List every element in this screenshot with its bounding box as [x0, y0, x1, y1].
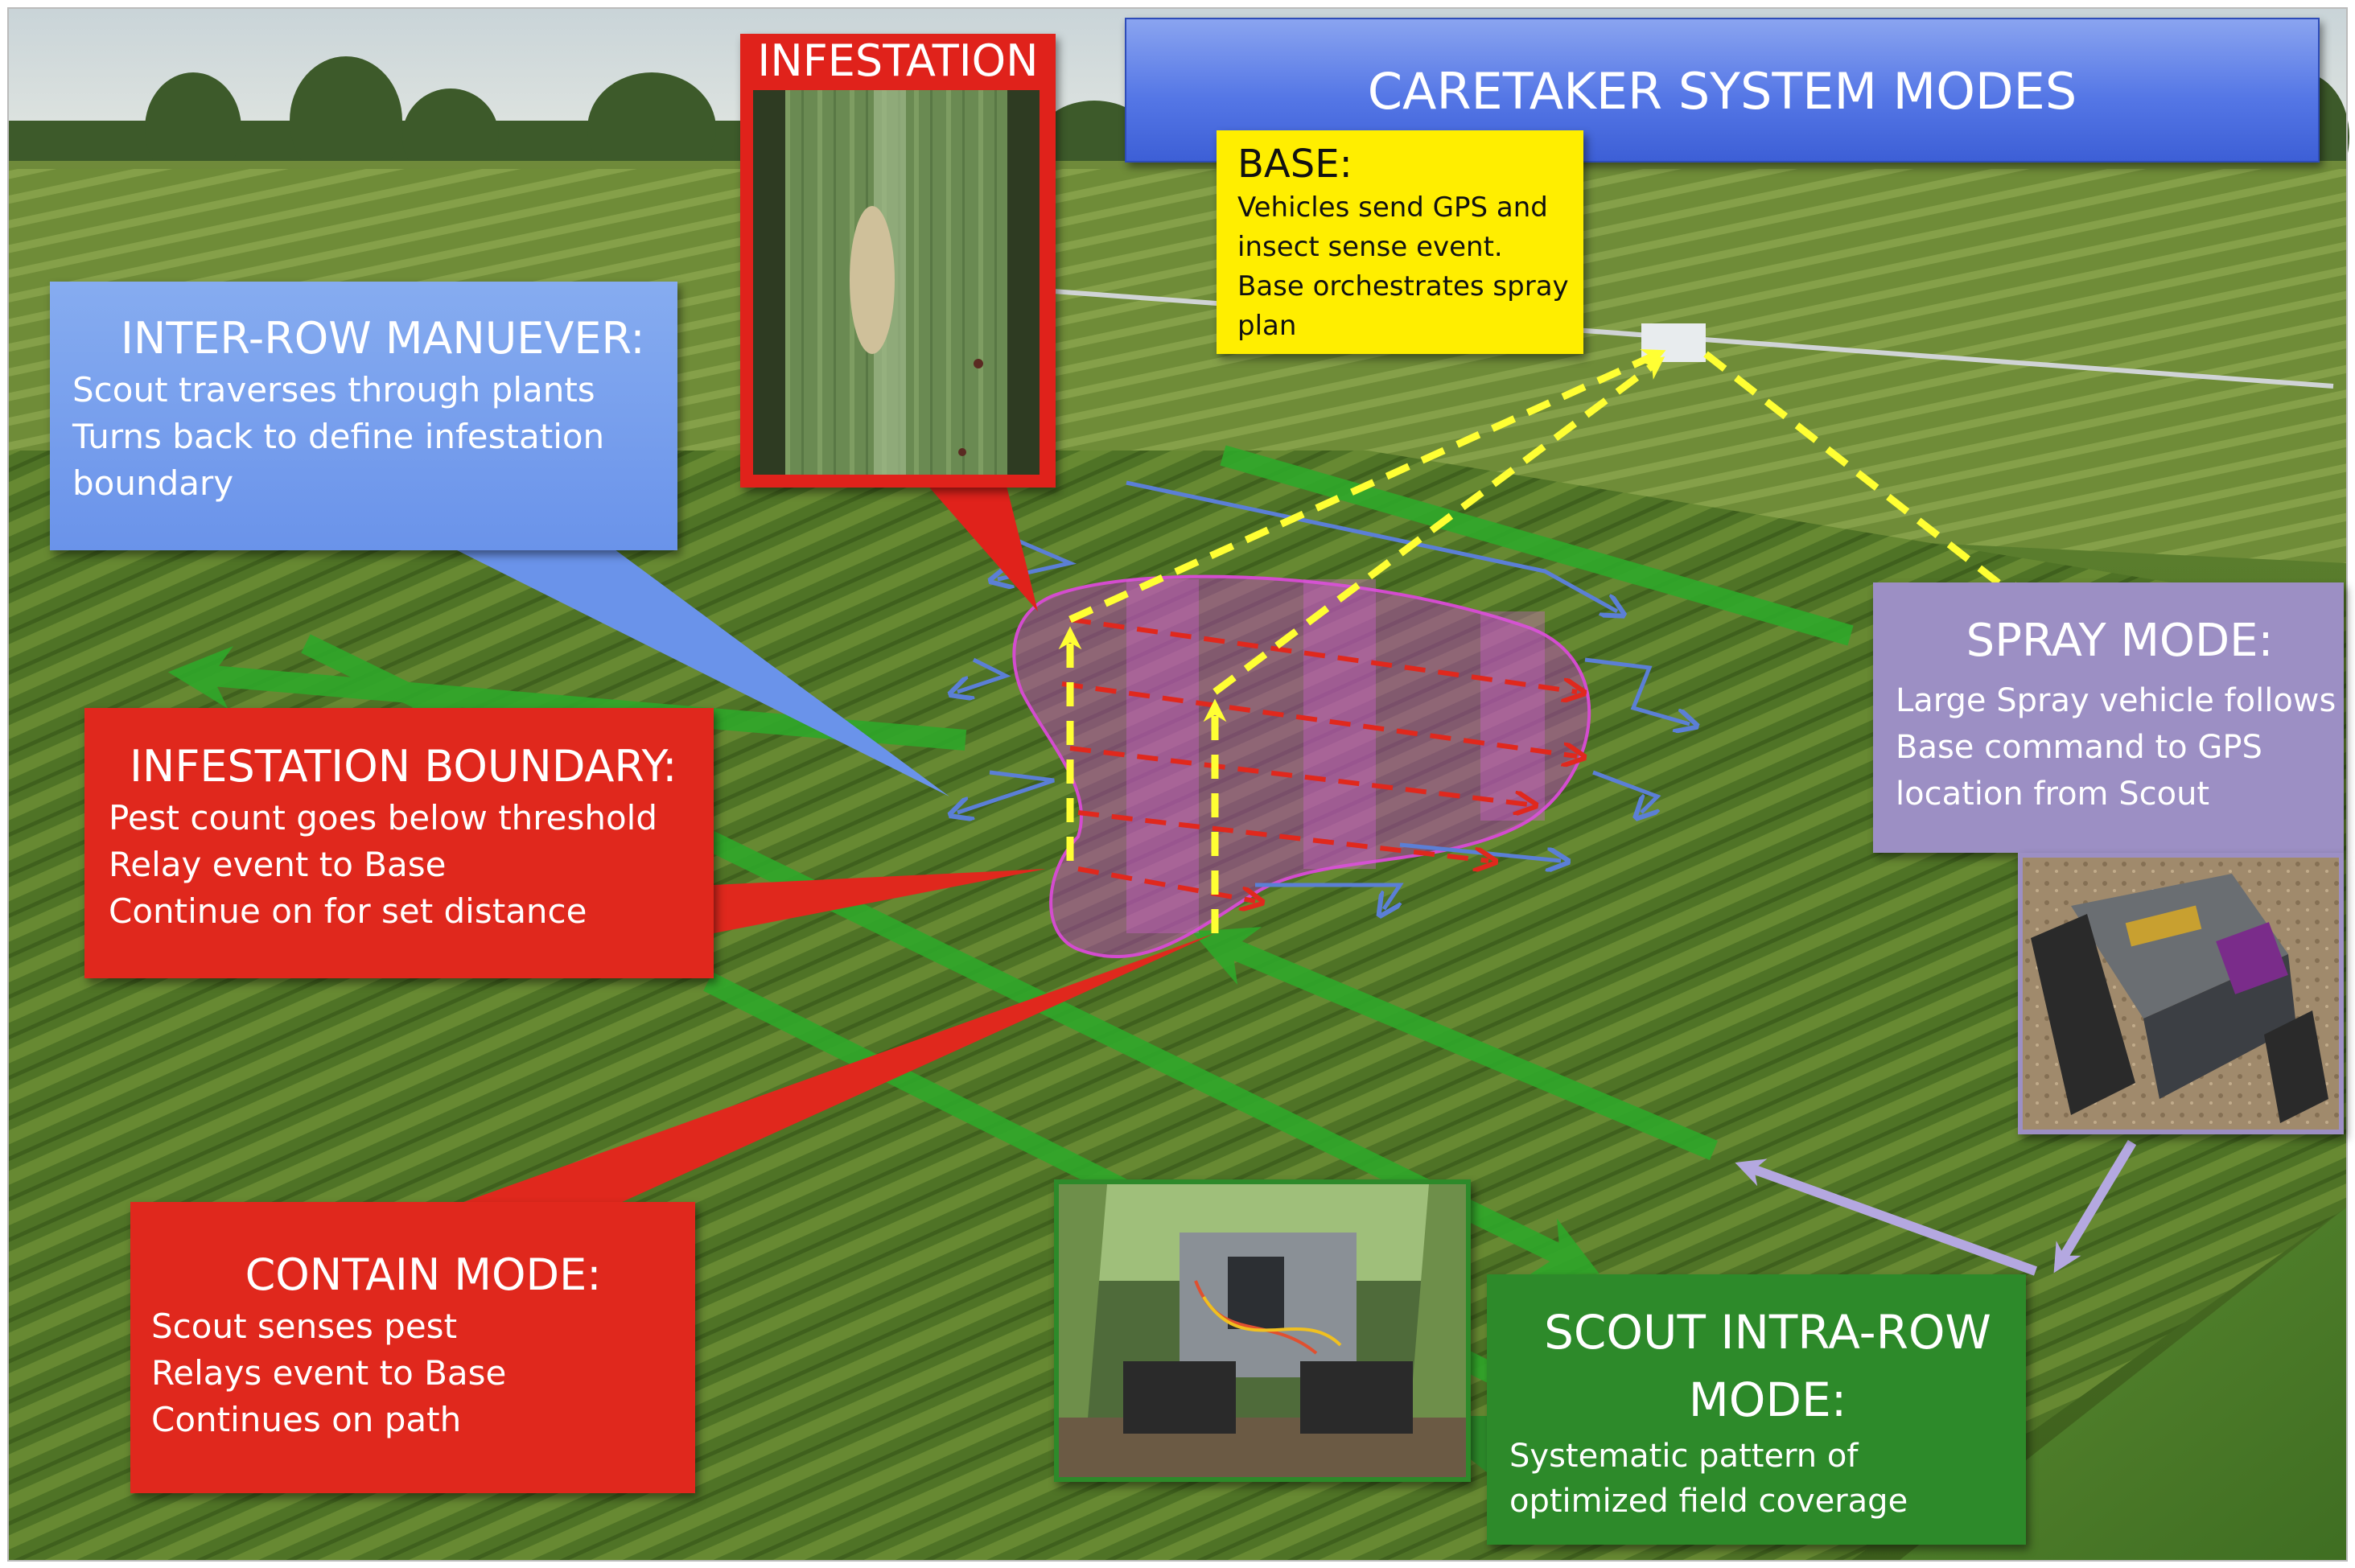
spray-line: Base command to GPS	[1896, 729, 2262, 766]
contain-mode-callout: CONTAIN MODE: Scout senses pest Relays e…	[130, 1202, 695, 1493]
inter-row-line: Scout traverses through plants	[72, 370, 595, 409]
scout-vehicle-photo	[1059, 1184, 1466, 1477]
track	[1300, 1361, 1413, 1434]
spray-vehicle-arrows	[1735, 1139, 2137, 1276]
spray-title: SPRAY MODE:	[1966, 615, 2274, 667]
inter-row-pointer	[451, 547, 949, 796]
infestation-pointer	[925, 483, 1038, 611]
scout-title-line1: SCOUT INTRA-ROW	[1544, 1305, 1991, 1360]
base-line: Base orchestrates spray	[1237, 270, 1569, 302]
spray-line: Large Spray vehicle follows	[1896, 682, 2336, 719]
irrigation-pivot	[868, 275, 2334, 389]
scout-path-arrow	[1192, 927, 1719, 1160]
track	[2031, 914, 2135, 1115]
base-line: insect sense event.	[1237, 231, 1503, 263]
spray-vehicle-body	[2071, 874, 2288, 1019]
base-line: plan	[1237, 310, 1297, 342]
spray-line: location from Scout	[1896, 776, 2210, 813]
track	[2264, 1010, 2328, 1123]
spray-mode-callout: SPRAY MODE: Large Spray vehicle follows …	[1873, 582, 2344, 853]
scout-title-line2: MODE:	[1688, 1373, 1847, 1427]
infestation-boundary-callout: INFESTATION BOUNDARY: Pest count goes be…	[84, 708, 714, 978]
inter-row-title: INTER-ROW MANUEVER:	[121, 313, 645, 364]
infestation-callout: INFESTATION	[740, 34, 1056, 488]
boundary-line: Continue on for set distance	[109, 891, 587, 931]
boundary-line: Pest count goes below threshold	[109, 798, 658, 838]
scout-line: optimized field coverage	[1509, 1483, 1908, 1520]
contain-pointer	[451, 933, 1215, 1207]
scout-intra-row-mode-callout: SCOUT INTRA-ROW MODE: Systematic pattern…	[1487, 1274, 2026, 1545]
base-line: Vehicles send GPS and	[1237, 191, 1548, 224]
base-title: BASE:	[1237, 142, 1352, 187]
spray-vehicle-photo	[2023, 858, 2339, 1130]
inter-row-line: Turns back to define infestation	[72, 417, 605, 456]
boundary-pointer	[714, 869, 1046, 933]
scout-path-arrow	[1220, 445, 1854, 646]
contain-line: Relays event to Base	[151, 1353, 507, 1393]
contain-title: CONTAIN MODE:	[245, 1249, 602, 1300]
contain-line: Continues on path	[151, 1400, 462, 1439]
boundary-line: Relay event to Base	[109, 845, 447, 884]
contain-line: Scout senses pest	[151, 1307, 458, 1346]
scout-vehicle-photo-frame	[1054, 1179, 1471, 1482]
infestation-title: INFESTATION	[757, 35, 1039, 86]
relay-arrows	[1058, 348, 2028, 933]
infested-leaf-photo	[753, 90, 1040, 475]
contain-path-arrows	[1061, 617, 1577, 901]
insect-eggs	[850, 206, 895, 354]
track	[1123, 1361, 1236, 1434]
boundary-title: INFESTATION BOUNDARY:	[130, 741, 677, 792]
inter-row-line: boundary	[72, 463, 234, 503]
scout-line: Systematic pattern of	[1509, 1438, 1859, 1475]
inter-row-maneuver-callout: INTER-ROW MANUEVER: Scout traverses thro…	[50, 282, 677, 550]
image-frame	[7, 7, 2348, 1562]
base-callout: BASE: Vehicles send GPS and insect sense…	[1217, 130, 1583, 354]
spray-vehicle-photo-frame	[2018, 853, 2344, 1134]
caretaker-title: CARETAKER SYSTEM MODES	[1367, 62, 2077, 121]
